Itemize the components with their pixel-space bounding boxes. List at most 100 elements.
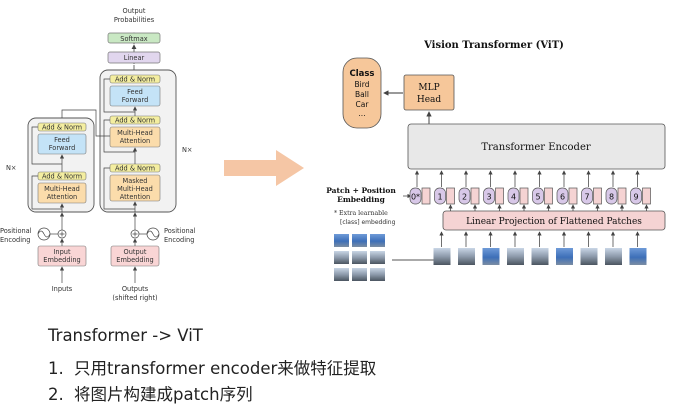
linear-label: Linear (124, 54, 145, 62)
caption-item-2: 2. 将图片构建成patch序列 (48, 381, 253, 405)
decoder-addnorm-3-label: Add & Norm (115, 76, 155, 84)
transformer-diagram: Output Probabilities Softmax Linear Add … (0, 7, 196, 302)
patch-embedding-label-2: Embedding (337, 195, 385, 204)
position-token-label-4: 4 (511, 193, 516, 202)
softmax-box (107, 32, 161, 44)
encoder-positional-label-1: Positional (0, 227, 32, 235)
decoder-mha-label-1: Multi-Head (117, 129, 153, 137)
caption-item-2-text: 将图片构建成patch序列 (74, 385, 253, 404)
position-token-9: 9 (630, 170, 651, 211)
position-tokens: 0* 1 2 3 4 5 6 7 8 9 (409, 170, 651, 211)
class-item-bird: Bird (355, 80, 370, 89)
patch-image-9 (629, 248, 647, 265)
decoder-masked-label-3: Attention (120, 193, 150, 201)
patch-image-7 (580, 248, 598, 265)
position-token-label-9: 9 (633, 193, 638, 202)
decoder-positional-label-1: Positional (164, 227, 196, 235)
patch-image-2 (458, 248, 475, 265)
output-embedding-label-1: Output (124, 248, 147, 256)
encoder-mha-label-1: Multi-Head (44, 185, 80, 193)
decoder-ff-label-1: Feed (127, 88, 143, 96)
transformer-encoder-label: Transformer Encoder (481, 142, 591, 153)
position-token-1: 1 (434, 170, 455, 211)
patch-image-3 (482, 248, 500, 265)
class-item-car: Car (356, 100, 370, 109)
transformer-encoder-box (407, 123, 666, 170)
linear-projection-box (442, 210, 666, 231)
position-token-label-0: 0* (411, 193, 420, 202)
caption-item-1: 1. 只用transformer encoder来做特征提取 (48, 355, 376, 379)
decoder-positional-label-2: Encoding (164, 236, 194, 244)
decoder-mha-label-2: Attention (120, 137, 150, 145)
inputs-label: Inputs (52, 285, 73, 293)
outputs-label-1: Outputs (122, 285, 149, 293)
input-embedding-label-1: Input (53, 248, 70, 256)
vit-title: Vision Transformer (ViT) (423, 40, 564, 51)
class-item-ball: Ball (355, 90, 369, 99)
position-token-label-8: 8 (609, 193, 614, 202)
linear-box (107, 51, 161, 64)
position-token-4: 4 (507, 170, 529, 211)
output-probabilities-label-2: Probabilities (114, 16, 155, 24)
linear-projection-label: Linear Projection of Flattened Patches (466, 217, 642, 227)
encoder-nx-label: N× (6, 164, 16, 172)
caption-item-1-text: 只用transformer encoder来做特征提取 (74, 359, 377, 378)
patch-sequence (433, 231, 647, 265)
class-item-more: ... (358, 109, 365, 118)
position-token-6: 6 (556, 170, 578, 211)
class-box (342, 57, 382, 129)
output-probabilities-label-1: Output (123, 7, 146, 15)
position-token-label-7: 7 (584, 193, 589, 202)
position-token-5: 5 (532, 170, 553, 211)
output-embedding-label-2: Embedding (116, 256, 153, 264)
mlp-head-label-2: Head (417, 95, 442, 105)
patch-image-6 (556, 248, 573, 265)
source-image-patches (334, 234, 385, 281)
position-token-label-1: 1 (437, 193, 442, 202)
position-token-3: 3 (483, 170, 504, 211)
patch-image-1 (433, 248, 451, 265)
softmax-label: Softmax (120, 35, 147, 43)
extra-note-1: * Extra learnable (334, 210, 388, 217)
encoder-ff-label-1: Feed (54, 136, 70, 144)
patch-image-4 (507, 248, 524, 265)
decoder-multi-head-attention (109, 126, 161, 148)
position-token-2: 2 (458, 170, 480, 211)
position-token-7: 7 (581, 170, 602, 211)
class-title: Class (349, 69, 374, 79)
caption-item-1-number: 1. (48, 359, 64, 378)
encoder-mha-label-2: Attention (47, 193, 77, 201)
encoder-ff-label-2: Forward (49, 144, 76, 152)
encoder-addnorm-2-label: Add & Norm (42, 124, 82, 132)
decoder-masked-label-2: Multi-Head (117, 185, 153, 193)
patch-image-5 (531, 248, 549, 265)
outputs-label-2: (shifted right) (112, 294, 157, 302)
mlp-head-box (403, 74, 455, 111)
vit-diagram: Vision Transformer (ViT) Class Bird Ball… (326, 40, 666, 281)
encoder-positional-label-2: Encoding (0, 236, 30, 244)
decoder-ff-label-2: Forward (122, 96, 149, 104)
caption-item-2-number: 2. (48, 385, 64, 404)
extra-note-2: [class] embedding (340, 219, 396, 226)
input-embedding-label-2: Embedding (43, 256, 80, 264)
patch-image-8 (605, 248, 622, 265)
encoder-addnorm-1-label: Add & Norm (42, 173, 82, 181)
patch-embedding-label-1: Patch + Position (326, 186, 396, 195)
position-token-label-2: 2 (462, 193, 467, 202)
encoder-feed-forward (37, 133, 87, 155)
decoder-addnorm-1-label: Add & Norm (115, 165, 155, 173)
transition-arrow-icon (224, 150, 304, 186)
position-token-label-6: 6 (560, 193, 565, 202)
mlp-head-label-1: MLP (418, 83, 439, 93)
decoder-masked-attention (109, 174, 161, 202)
decoder-masked-label-1: Masked (123, 177, 148, 185)
position-token-label-5: 5 (535, 193, 540, 202)
caption-heading: Transformer -> ViT (48, 326, 203, 345)
decoder-nx-label: N× (182, 146, 192, 154)
decoder-feed-forward (109, 85, 161, 107)
decoder-addnorm-2-label: Add & Norm (115, 117, 155, 125)
position-token-0: 0* (409, 170, 431, 205)
position-token-label-3: 3 (486, 193, 491, 202)
position-token-8: 8 (605, 170, 627, 211)
